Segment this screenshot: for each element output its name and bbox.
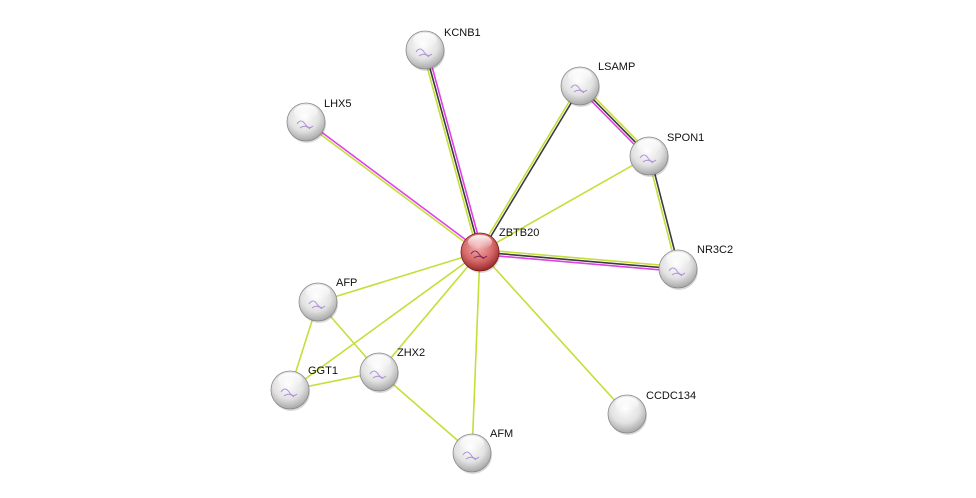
edge-line-textmining	[478, 84, 580, 252]
edge-line-coexpression	[424, 49, 481, 253]
node-afm[interactable]: AFM	[452, 428, 513, 474]
node-label: KCNB1	[444, 27, 481, 39]
node-kcnb1[interactable]: KCNB1	[405, 27, 481, 71]
node-highlight	[413, 33, 437, 47]
node-afp[interactable]: AFP	[298, 277, 357, 323]
edge-line-textmining	[479, 251, 628, 415]
node-label: LSAMP	[598, 61, 635, 73]
node-zhx2[interactable]: ZHX2	[359, 347, 425, 393]
protein-structure-icon	[308, 300, 326, 310]
node-ggt1[interactable]: GGT1	[270, 365, 338, 411]
edge-zhx2-afm[interactable]	[378, 371, 473, 454]
node-highlight	[367, 355, 391, 369]
node-label: NR3C2	[697, 244, 733, 256]
edge-line-experiments	[426, 49, 484, 252]
edge-zbtb20-afm[interactable]	[471, 251, 481, 454]
edge-line-coexpression	[480, 86, 582, 254]
node-zbtb20[interactable]: ZBTB20	[460, 227, 539, 273]
edge-line-coexpression	[479, 251, 679, 270]
node-label: AFP	[336, 277, 357, 289]
edge-line-textmining	[378, 251, 481, 373]
node-lhx5[interactable]: LHX5	[286, 98, 352, 143]
node-highlight	[568, 69, 592, 83]
edge-line-textmining	[289, 251, 481, 391]
edge-zbtb20-zhx2[interactable]	[378, 251, 481, 373]
edge-line-textmining	[317, 251, 481, 303]
node-label: CCDC134	[646, 390, 696, 402]
node-label: ZBTB20	[499, 227, 539, 239]
node-label: LHX5	[324, 98, 352, 110]
edge-line-experiments	[479, 253, 678, 273]
node-spon1[interactable]: SPON1	[629, 132, 704, 177]
edge-zbtb20-lsamp[interactable]	[478, 84, 582, 254]
protein-structure-icon	[668, 267, 686, 277]
edge-line-textmining	[480, 248, 679, 268]
node-label: SPON1	[667, 132, 704, 144]
node-highlight	[460, 436, 484, 450]
edge-line-textmining	[421, 50, 479, 253]
edge-line-coexpression	[649, 155, 680, 269]
edge-zbtb20-kcnb1[interactable]	[421, 49, 484, 253]
edge-zbtb20-lhx5[interactable]	[304, 120, 482, 254]
protein-structure-icon	[415, 48, 433, 58]
protein-structure-icon	[462, 451, 480, 461]
protein-structure-icon	[369, 370, 387, 380]
edge-spon1-nr3c2[interactable]	[647, 155, 680, 270]
node-highlight	[468, 235, 492, 249]
edge-zbtb20-nr3c2[interactable]	[479, 248, 679, 273]
edge-line-textmining	[647, 156, 678, 270]
edge-zbtb20-ggt1[interactable]	[289, 251, 481, 391]
edge-line-textmining	[471, 251, 481, 454]
node-highlight	[637, 139, 661, 153]
node-label: GGT1	[308, 365, 338, 377]
node-lsamp[interactable]: LSAMP	[560, 61, 635, 107]
node-highlight	[278, 373, 302, 387]
node-label: ZHX2	[397, 347, 425, 359]
node-label: AFM	[490, 428, 513, 440]
edge-zbtb20-ccdc134[interactable]	[479, 251, 628, 415]
node-highlight	[666, 252, 690, 266]
edge-line-textmining	[304, 122, 480, 254]
protein-structure-icon	[570, 84, 588, 94]
edge-line-experiments	[306, 120, 482, 252]
node-highlight	[615, 397, 639, 411]
edge-zbtb20-spon1[interactable]	[479, 155, 650, 253]
node-highlight	[294, 105, 318, 119]
edge-zbtb20-afp[interactable]	[317, 251, 481, 303]
node-highlight	[306, 285, 330, 299]
protein-structure-icon	[296, 120, 314, 130]
edge-line-textmining	[479, 155, 650, 253]
protein-structure-icon	[280, 388, 298, 398]
edge-line-textmining	[378, 371, 473, 454]
protein-structure-icon	[639, 154, 657, 164]
node-ccdc134[interactable]: CCDC134	[607, 390, 696, 435]
protein-structure-icon	[470, 250, 488, 260]
node-nr3c2[interactable]: NR3C2	[658, 244, 733, 290]
